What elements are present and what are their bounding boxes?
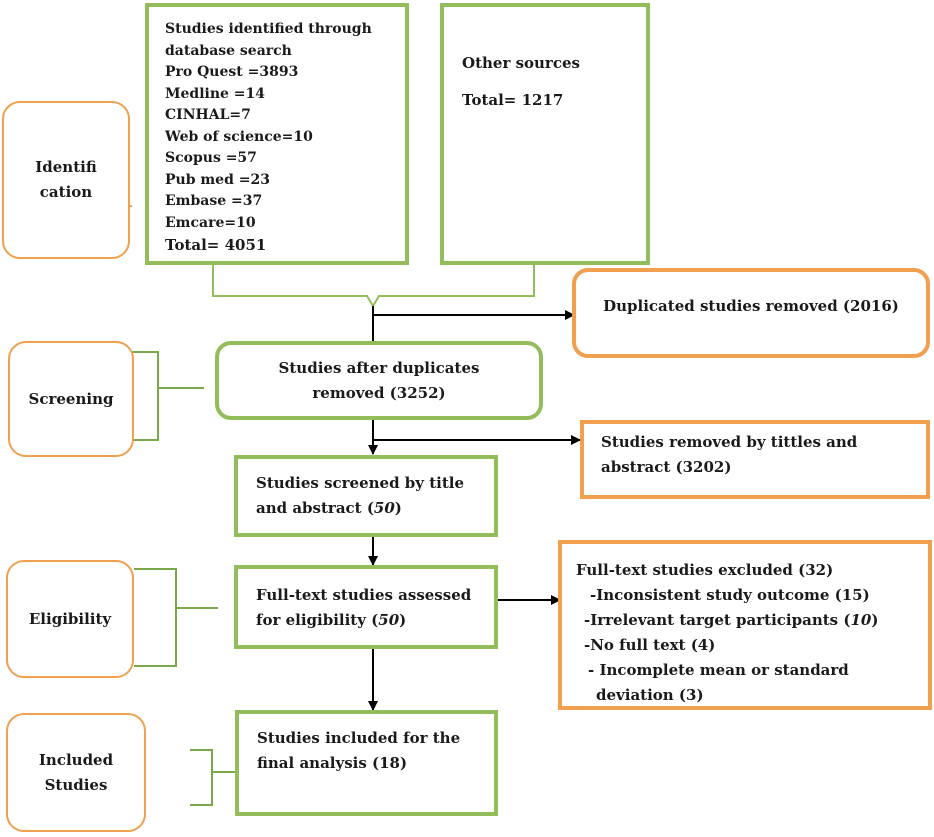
db-line-2: database search [165,42,292,59]
included-bracket [190,749,236,806]
screened-close: ) [394,499,402,517]
db-line-wos: Web of science=10 [165,128,313,145]
included-final-text: Studies included for the final analysis … [257,729,461,772]
other-sources-total: Total= 1217 [462,91,564,109]
screened-box: Studies screened by title and abstract (… [234,455,498,537]
db-line-pubmed: Pub med =23 [165,171,270,188]
stage-included: Included Studies [6,713,146,832]
stage-eligibility-label: Eligibility [28,609,112,628]
after-duplicates-text: Studies after duplicates removed (3252) [278,358,480,402]
stage-identification: Identifi cation [2,101,130,259]
screening-bracket [128,351,204,441]
eligibility-bracket [134,568,218,667]
full-text-assessed-count: 50 [378,611,400,629]
database-search-box: Studies identified through database sear… [145,3,409,265]
screened-count: 50 [373,499,395,517]
excluded-reason-participants: -Irrelevant target participants (10) [576,608,928,633]
excluded-title: Full-text studies excluded (32) [576,561,834,579]
screened-text: Studies screened by title and abstract ( [256,474,465,517]
stage-identification-label: Identifi cation [35,158,97,201]
stage-screening: Screening [8,341,134,457]
stage-screening-label: Screening [28,389,114,408]
excluded-box: Full-text studies excluded (32) -Inconsi… [558,540,932,710]
db-line-cinhal: CINHAL=7 [165,107,251,123]
excluded-reason-participants-count: 10 [850,611,872,629]
excluded-reason-participants-close: ) [871,611,879,629]
included-final-box: Studies included for the final analysis … [235,710,498,816]
removed-title-abstract-box: Studies removed by tittles and abstract … [580,420,930,499]
stage-included-label: Included Studies [38,750,114,794]
other-sources-box: Other sources Total= 1217 [440,3,650,265]
removed-title-abstract-text: Studies removed by tittles and abstract … [601,433,858,476]
stage-eligibility: Eligibility [6,560,134,678]
duplicates-removed-box: Duplicated studies removed (2016) [572,268,930,358]
full-text-assessed-close: ) [399,611,407,629]
sources-merge-brace [212,264,535,308]
db-line-medline: Medline =14 [165,85,266,102]
db-line-embase: Embase =37 [165,193,263,209]
full-text-assessed-box: Full-text studies assessed for eligibili… [234,565,498,649]
excluded-reason-incomplete-1: - Incomplete mean or standard [588,661,849,679]
other-sources-title: Other sources [462,54,580,72]
db-line-proquest: Pro Quest =3893 [165,64,299,80]
after-duplicates-box: Studies after duplicates removed (3252) [215,341,543,420]
excluded-reason-incomplete-2: deviation (3) [596,686,704,704]
excluded-reason-outcome: -Inconsistent study outcome (15) [590,586,870,604]
db-line-emcare: Emcare=10 [165,214,256,231]
excluded-reason-no-full-text: -No full text (4) [584,636,716,654]
db-line-1: Studies identified through [165,21,372,37]
db-line-total: Total= 4051 [165,236,267,254]
full-text-assessed-text: Full-text studies assessed for eligibili… [256,586,472,629]
duplicates-removed-text: Duplicated studies removed (2016) [603,296,899,315]
db-line-scopus: Scopus =57 [165,150,257,166]
excluded-reason-participants-text: -Irrelevant target participants ( [584,611,851,629]
